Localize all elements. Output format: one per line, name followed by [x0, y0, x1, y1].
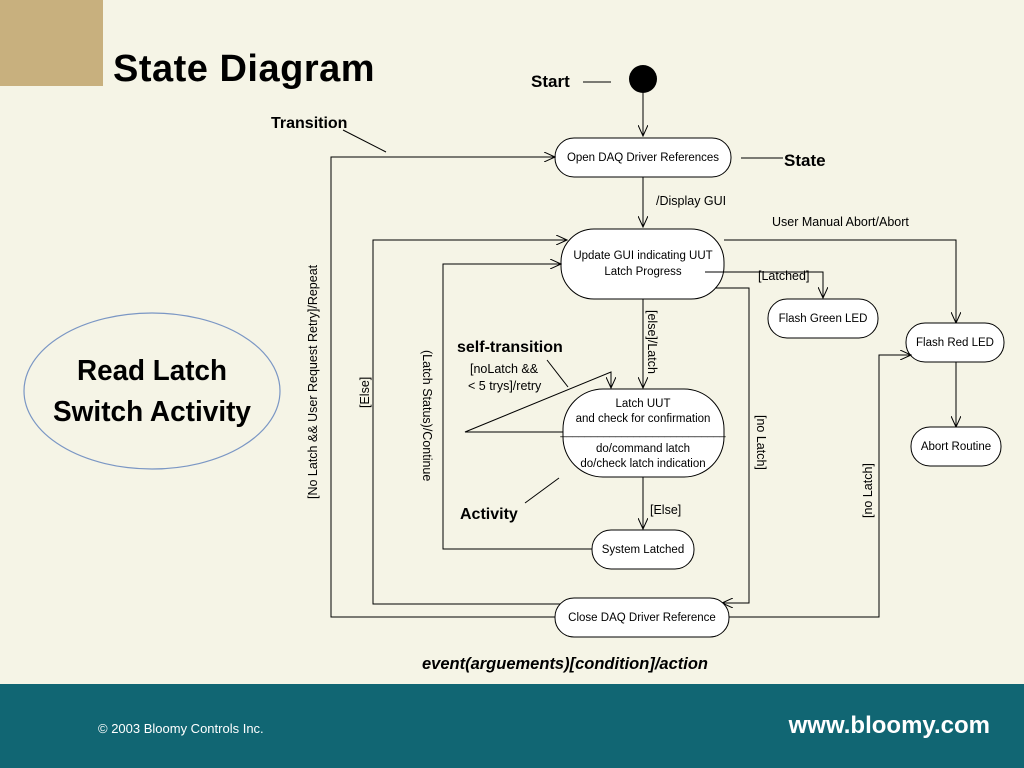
- self-transition-loop: [464, 371, 611, 433]
- latch-status-continue-label: (Latch Status)/Continue: [420, 350, 434, 481]
- no-latch-right-label: [no Latch]: [861, 463, 875, 518]
- transition-pointer-line: [342, 129, 387, 153]
- read-latch-line1: Read Latch: [77, 355, 227, 387]
- state-update-gui-line2: Latch Progress: [604, 266, 682, 278]
- state-update-gui-line1: Update GUI indicating UUT: [573, 250, 712, 262]
- edge-close-to-update-else: [372, 240, 567, 605]
- state-open-daq-label: Open DAQ Driver References: [567, 152, 719, 164]
- activity-label: Activity: [460, 506, 518, 523]
- else-left-label: [Else]: [358, 377, 372, 408]
- state-flash-red-label: Flash Red LED: [916, 337, 994, 349]
- else-latch-label: [else]/Latch: [645, 310, 659, 374]
- slide-title: State Diagram: [113, 48, 376, 90]
- state-flash-green-label: Flash Green LED: [779, 313, 868, 325]
- corner-decoration: [0, 0, 103, 86]
- self-transition-label: self-transition: [457, 339, 563, 356]
- state-latch-uut-line3: do/command latch: [596, 443, 690, 455]
- state-latch-uut-divider: ___________________________: [559, 426, 726, 438]
- copyright-text: © 2003 Bloomy Controls Inc.: [98, 721, 264, 736]
- syntax-caption: event(arguements)[condition]/action: [422, 655, 708, 673]
- state-latch-uut-line4: do/check latch indication: [580, 458, 705, 470]
- display-gui-label: /Display GUI: [656, 194, 726, 208]
- read-latch-line2: Switch Activity: [53, 396, 251, 428]
- edge-update-to-flash-green: [705, 271, 823, 298]
- self-transition-pointer-line: [546, 359, 569, 388]
- edge-system-latched-to-update: [442, 264, 592, 550]
- edge-close-to-flash-red: [729, 355, 911, 618]
- no-latch-repeat-label: [No Latch && User Request Retry]/Repeat: [306, 264, 320, 499]
- edge-update-to-flash-red: [724, 239, 956, 323]
- state-flash-green: [767, 298, 879, 339]
- activity-pointer-line: [524, 477, 560, 504]
- no-latch-retry-line1: [noLatch &&: [470, 362, 539, 376]
- start-label: Start: [531, 72, 570, 91]
- transition-label: Transition: [271, 115, 347, 132]
- state-close-daq: [554, 597, 730, 638]
- footer-bar: © 2003 Bloomy Controls Inc. www.bloomy.c…: [0, 684, 1024, 768]
- else-bottom-label: [Else]: [650, 503, 681, 517]
- no-latch-retry-line2: < 5 trys]/retry: [468, 379, 542, 393]
- state-flash-red: [905, 322, 1005, 363]
- state-update-gui: [560, 228, 725, 300]
- state-abort-routine: [910, 426, 1002, 467]
- edge-close-to-open-repeat: [330, 157, 555, 618]
- read-latch-ellipse: [23, 312, 281, 470]
- latched-label: [Latched]: [758, 269, 809, 283]
- state-latch-uut-line2: and check for confirmation: [576, 413, 711, 425]
- edge-update-to-close-no-latch: [715, 287, 750, 603]
- state-abort-routine-label: Abort Routine: [921, 441, 991, 453]
- user-manual-abort-label: User Manual Abort/Abort: [772, 215, 909, 229]
- state-latch-uut-line1: Latch UUT: [616, 398, 671, 410]
- initial-state-dot: [629, 65, 657, 93]
- state-diagram: Start Transition Open DAQ Driver Referen…: [23, 65, 1005, 673]
- no-latch-mid-label: [no Latch]: [754, 415, 768, 470]
- state-label: State: [784, 151, 826, 170]
- website-link[interactable]: www.bloomy.com: [788, 712, 990, 739]
- state-close-daq-label: Close DAQ Driver Reference: [568, 612, 716, 624]
- state-system-latched-label: System Latched: [602, 544, 684, 556]
